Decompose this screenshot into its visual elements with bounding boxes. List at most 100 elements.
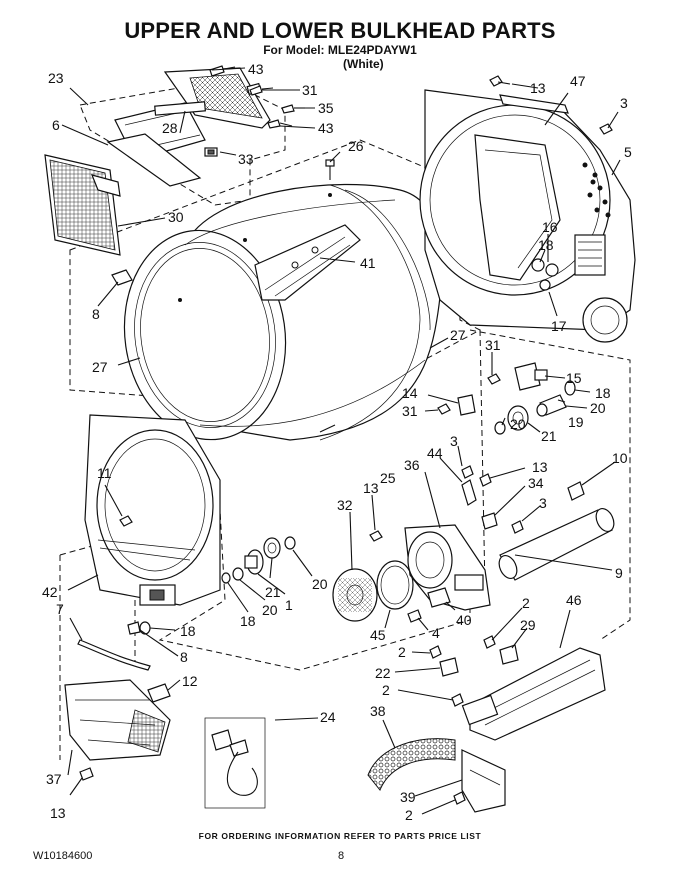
callout-17: 17 <box>551 318 567 334</box>
screw-13-blower <box>369 530 383 542</box>
screw-3-front <box>461 465 474 479</box>
heater-element-38 <box>367 738 456 791</box>
screw-13-front <box>79 767 94 781</box>
screw-2-a <box>429 645 442 659</box>
shaft-ring-18-rear <box>564 380 576 396</box>
callout-30: 30 <box>168 209 184 225</box>
callout-8: 8 <box>92 306 100 322</box>
callout-43: 43 <box>248 61 264 77</box>
page-title: UPPER AND LOWER BULKHEAD PARTS <box>124 18 556 43</box>
drum-support-screw-26 <box>325 159 335 197</box>
callout-18: 18 <box>595 385 611 401</box>
callout-7: 7 <box>56 601 64 617</box>
ordering-note: FOR ORDERING INFORMATION REFER TO PARTS … <box>198 831 482 841</box>
rear-vent-holes <box>582 162 611 218</box>
callout-34: 34 <box>528 475 544 491</box>
callout-21: 21 <box>265 584 281 600</box>
document-number: W10184600 <box>33 850 93 862</box>
callout-labels: 23 43 31 6 35 28 43 33 26 30 41 8 27 27 … <box>42 61 632 823</box>
callout-27: 27 <box>450 327 466 343</box>
screw-31-rear-a <box>487 373 501 385</box>
callout-20: 20 <box>312 576 328 592</box>
front-bearing-1 <box>244 549 264 575</box>
callout-29: 29 <box>520 617 536 633</box>
callout-14: 14 <box>402 385 418 401</box>
callout-28: 28 <box>162 120 178 136</box>
screw-11 <box>119 515 133 527</box>
callout-18: 18 <box>538 237 554 253</box>
callout-8: 8 <box>180 649 188 665</box>
thermostat-15 <box>514 362 548 391</box>
heater-duct-46 <box>461 647 606 741</box>
clip-10 <box>567 481 585 501</box>
washer-20-front-a <box>284 536 296 550</box>
callout-22: 22 <box>375 665 391 681</box>
callout-31: 31 <box>485 337 501 353</box>
color-variant: (White) <box>343 57 384 71</box>
screw-13-duct <box>479 473 492 487</box>
callout-4: 4 <box>432 625 440 641</box>
callout-39: 39 <box>400 789 416 805</box>
callout-20: 20 <box>590 400 606 416</box>
clip-part-33 <box>204 147 218 157</box>
bearing-21-rear <box>507 405 529 431</box>
callout-18: 18 <box>180 623 196 639</box>
thermostat-29 <box>499 644 519 665</box>
callout-3: 3 <box>450 433 458 449</box>
callout-15: 15 <box>566 370 582 386</box>
magnet-part-28 <box>154 101 206 116</box>
callout-2: 2 <box>522 595 530 611</box>
blower-seal-45 <box>376 560 414 610</box>
screw-4 <box>407 609 422 623</box>
lint-duct-37 <box>64 679 171 761</box>
callout-31: 31 <box>302 82 318 98</box>
callout-1: 1 <box>285 597 293 613</box>
leader-lines <box>61 67 621 815</box>
clip-8-upper <box>111 269 133 286</box>
screw-2-d <box>453 791 466 805</box>
callout-45: 45 <box>370 627 386 643</box>
washer-18-front <box>139 621 151 635</box>
callout-33: 33 <box>238 151 254 167</box>
screw-31-upper <box>249 85 274 96</box>
callout-43: 43 <box>318 120 334 136</box>
callout-38: 38 <box>370 703 386 719</box>
screw-3-duct <box>511 520 524 534</box>
callout-13: 13 <box>530 80 546 96</box>
callout-21: 21 <box>541 428 557 444</box>
callout-2: 2 <box>398 644 406 660</box>
callout-16: 16 <box>542 219 558 235</box>
callout-41: 41 <box>360 255 376 271</box>
callout-32: 32 <box>337 497 353 513</box>
callout-19: 19 <box>568 414 584 430</box>
callout-23: 23 <box>48 70 64 86</box>
callout-10: 10 <box>612 450 628 466</box>
callout-46: 46 <box>566 592 582 608</box>
bearing-19-20 <box>536 394 567 417</box>
callout-20: 20 <box>510 416 526 432</box>
washer-20-front-b <box>232 567 244 581</box>
callout-3: 3 <box>539 495 547 511</box>
callout-26: 26 <box>348 138 364 154</box>
callout-24: 24 <box>320 709 336 725</box>
seal-strip-7 <box>77 639 151 671</box>
exhaust-duct-9 <box>498 508 615 581</box>
lint-screen-30 <box>44 154 121 256</box>
callout-6: 6 <box>52 117 60 133</box>
bearing-bracket-14 <box>457 394 476 416</box>
callout-36: 36 <box>404 457 420 473</box>
washer-20-rear <box>494 421 506 435</box>
clip-44 <box>461 479 477 506</box>
screw-31-rear-b <box>437 403 451 415</box>
callout-13: 13 <box>363 480 379 496</box>
callout-27: 27 <box>92 359 108 375</box>
blower-wheel-32 <box>332 568 378 622</box>
callout-11: 11 <box>97 465 112 481</box>
callout-20: 20 <box>262 602 278 618</box>
drum-assembly <box>123 183 443 441</box>
heater-bracket-39 <box>461 749 506 813</box>
callout-42: 42 <box>42 584 58 600</box>
callout-37: 37 <box>46 771 62 787</box>
callout-2: 2 <box>405 807 413 823</box>
